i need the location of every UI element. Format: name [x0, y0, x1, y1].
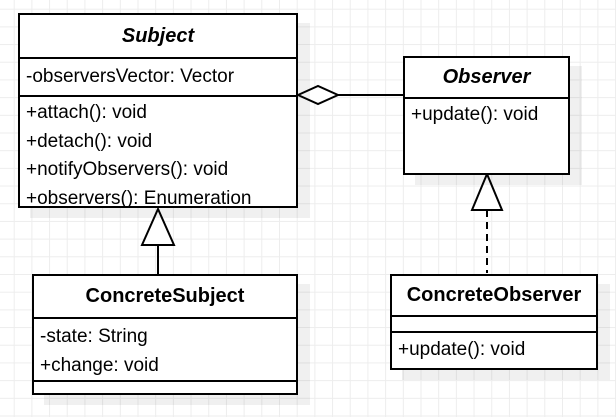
aggregation-connector[interactable]	[295, 84, 403, 106]
generalization-connector[interactable]	[140, 206, 176, 275]
class-concrete-subject[interactable]: ConcreteSubject -state: String +change: …	[32, 274, 298, 395]
class-concrete-subject-title: ConcreteSubject	[85, 285, 245, 307]
method-line: +update(): void	[398, 339, 526, 360]
realization-arrowhead-icon	[470, 171, 504, 211]
method-line: +observers(): Enumeration	[26, 187, 252, 209]
class-subject[interactable]: Subject -observersVector: Vector +attach…	[18, 13, 298, 208]
aggregation-diamond-icon	[295, 84, 341, 106]
attribute-line: -state: String	[40, 326, 148, 347]
method-line: +attach(): void	[26, 102, 147, 123]
class-concrete-observer-empty-compartment	[392, 315, 596, 331]
class-subject-methods: +attach(): void +detach(): void +notifyO…	[20, 95, 296, 208]
class-concrete-observer[interactable]: ConcreteObserver +update(): void	[390, 274, 598, 370]
realization-connector[interactable]	[470, 171, 504, 273]
method-line: +notifyObservers(): void	[26, 159, 229, 180]
attribute-line: -observersVector: Vector	[26, 65, 235, 87]
class-concrete-subject-empty-compartment	[34, 380, 296, 393]
generalization-arrowhead-icon	[140, 206, 176, 246]
class-observer[interactable]: Observer +update(): void	[403, 56, 570, 175]
method-line: +update(): void	[411, 104, 539, 125]
class-observer-methods: +update(): void	[405, 97, 568, 173]
class-concrete-observer-title: ConcreteObserver	[406, 284, 582, 306]
class-observer-title: Observer	[442, 66, 531, 88]
class-concrete-observer-methods: +update(): void	[392, 331, 596, 368]
method-line: +change: void	[40, 354, 159, 376]
method-line: +detach(): void	[26, 130, 153, 152]
class-subject-attributes: -observersVector: Vector	[20, 57, 296, 95]
class-subject-title: Subject	[121, 24, 195, 47]
class-concrete-subject-members: -state: String +change: void	[34, 317, 296, 380]
